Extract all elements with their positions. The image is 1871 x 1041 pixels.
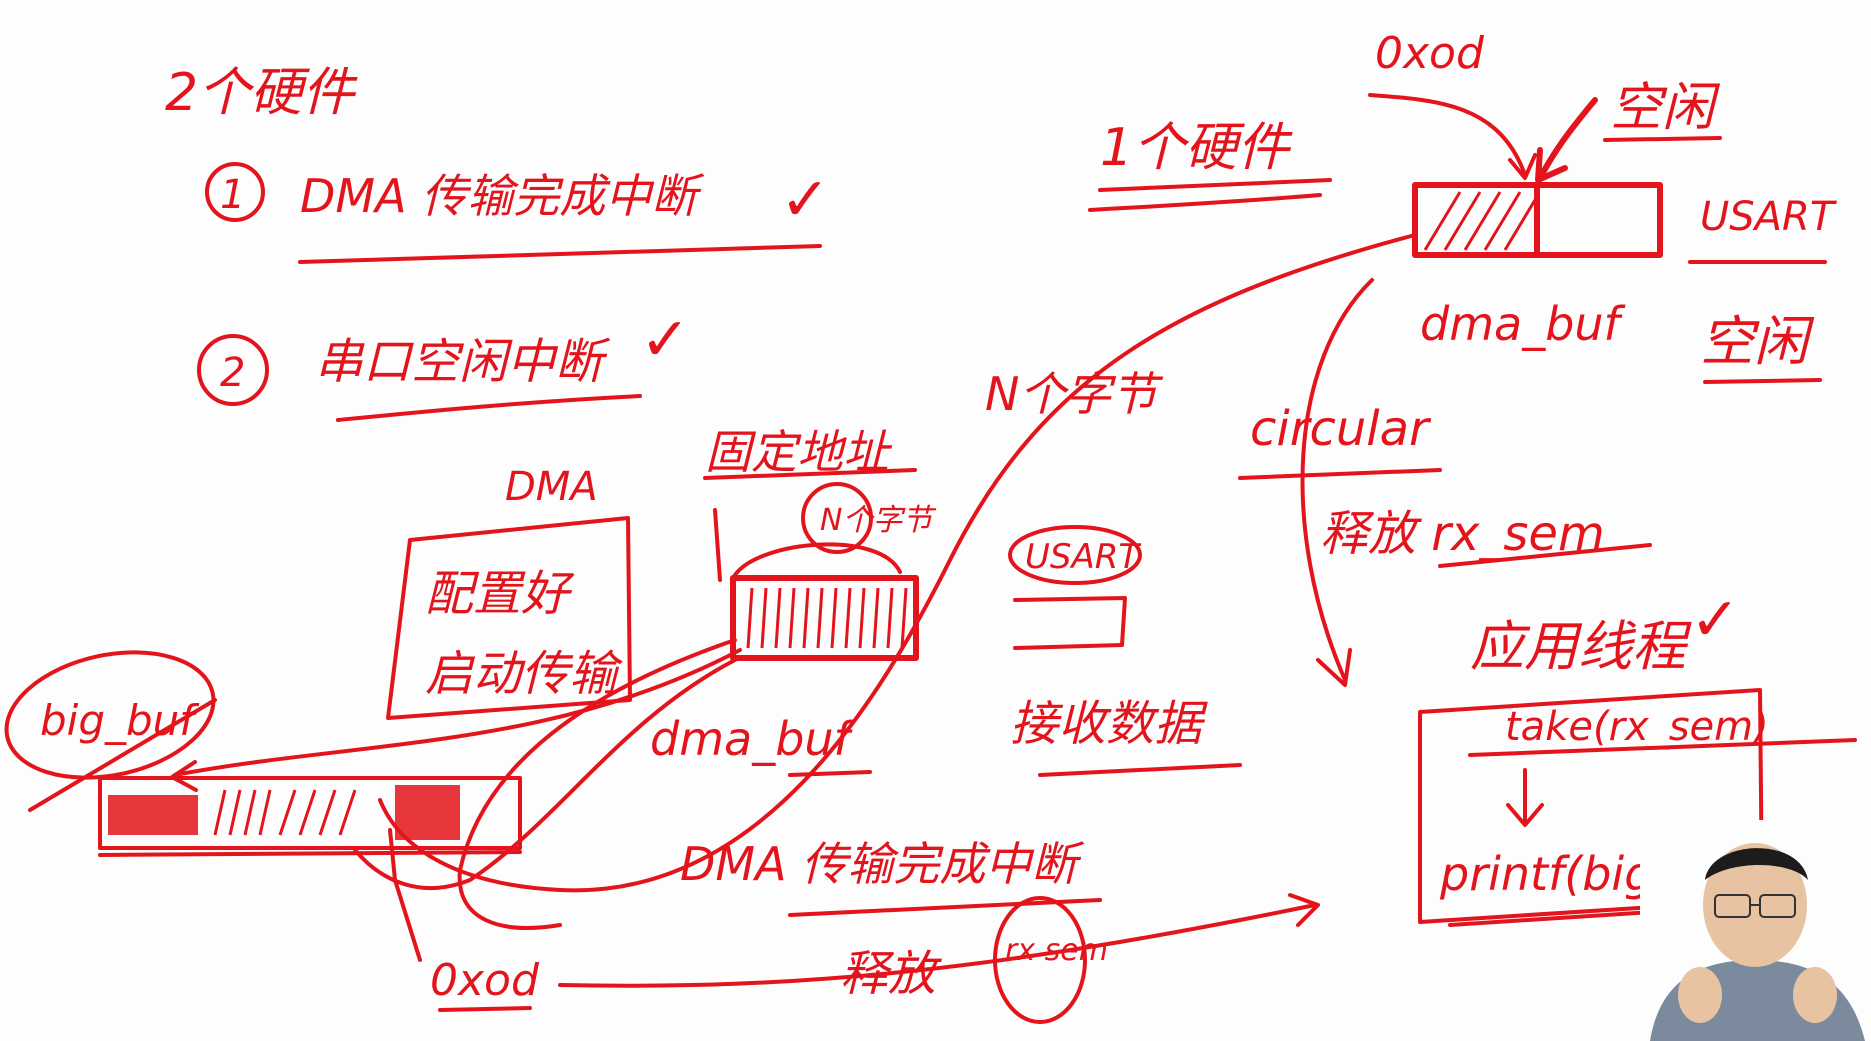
right-register-label: 0xod	[1375, 28, 1485, 79]
mode-label: circular	[1250, 401, 1432, 457]
item-1-circle	[205, 162, 265, 222]
big-buf-label: big_buf	[40, 696, 200, 745]
item-2-underline	[336, 394, 642, 422]
register-arrow	[1368, 93, 1527, 177]
n-bracket	[733, 542, 902, 577]
right-usart-idle-label: 空闲	[1700, 310, 1815, 373]
mode-underline	[1238, 468, 1442, 480]
middle-usart-ellipse	[1008, 525, 1142, 585]
circular-arrow-head	[1316, 648, 1352, 687]
bottom-register-label: 0xod	[430, 955, 540, 1006]
middle-dma-buf-label: dma_buf	[650, 712, 856, 766]
right-usart-label: USART	[1700, 194, 1838, 240]
code-flow-arrow-head	[1506, 803, 1544, 827]
receive-underline	[1038, 763, 1242, 777]
bottom-pointer	[388, 828, 422, 962]
idle-arrow-head	[1535, 147, 1568, 183]
dma-complete-label: DMA 传输完成中断	[680, 837, 1085, 891]
receive-label: 接收数据	[1010, 696, 1208, 752]
app-label: 应用线程	[1470, 615, 1692, 678]
presenter-figure	[1640, 820, 1871, 1041]
right-dma-buf-hatch	[1423, 191, 1537, 251]
fixed-address-underline	[703, 468, 917, 480]
dma-label: DMA	[505, 464, 598, 510]
third-transfer-curve	[353, 658, 737, 890]
big-buf-strip-hatch	[108, 785, 460, 840]
item-2-check: ✓	[640, 305, 690, 375]
middle-usart-label: USART	[1025, 537, 1141, 577]
middle-usart-box	[1013, 596, 1127, 650]
transfer-curve	[378, 233, 1417, 893]
bottom-flow-arrow	[558, 903, 1317, 988]
dma-box	[386, 516, 632, 720]
bottom-register-underline	[438, 1006, 532, 1012]
big-buf-ellipse	[4, 650, 216, 780]
app-check: ✓	[1690, 585, 1740, 655]
code-line-1: take(rx_sem)	[1505, 704, 1769, 750]
second-transfer-curve	[457, 638, 737, 930]
n-bytes-small: N个字节	[820, 503, 936, 538]
right-heading: 1个硬件	[1100, 118, 1293, 178]
big-buf-strip-underline	[98, 850, 522, 857]
middle-dma-buf-hatch	[746, 587, 908, 649]
presenter-thumbnail	[1640, 820, 1871, 1041]
bottom-flow-arrow-head	[1288, 893, 1320, 927]
idle-arrow	[1537, 97, 1598, 181]
dma-complete-underline	[788, 898, 1102, 917]
middle-dma-buf-underline	[788, 770, 872, 777]
right-idle-label: 空闲	[1610, 78, 1721, 138]
item-1-text: DMA 传输完成中断	[300, 169, 705, 223]
left-heading: 2个硬件	[165, 63, 358, 123]
code-line-1-underline	[1468, 738, 1857, 757]
right-idle-underline	[1603, 136, 1722, 142]
big-buf-strip	[98, 776, 522, 850]
item-2-text: 串口空闲中断	[315, 334, 611, 390]
fixed-address-label: 固定地址	[705, 425, 893, 479]
item-2-number: 2	[220, 350, 245, 396]
big-buf-arrow	[173, 648, 742, 777]
right-heading-underline	[1088, 193, 1322, 212]
middle-dma-buf-box	[730, 575, 919, 661]
right-heading-underline-2	[1098, 178, 1332, 192]
item-2-circle	[197, 334, 269, 406]
register-arrow-head	[1508, 153, 1537, 180]
right-release-underline	[1438, 543, 1652, 568]
right-usart-idle-underline	[1703, 378, 1822, 384]
big-buf-strike	[28, 698, 217, 812]
dma-box-line-2: 启动传输	[425, 646, 623, 702]
item-1-number: 1	[220, 172, 245, 218]
n-circle	[801, 482, 873, 554]
circular-arrow	[1300, 278, 1374, 682]
right-buffer-label: dma_buf	[1420, 297, 1626, 351]
item-1-underline	[298, 244, 822, 264]
dma-box-line-1: 配置好	[425, 566, 575, 622]
item-1-check: ✓	[780, 165, 830, 235]
middle-dma-buf-bracket	[713, 508, 722, 582]
